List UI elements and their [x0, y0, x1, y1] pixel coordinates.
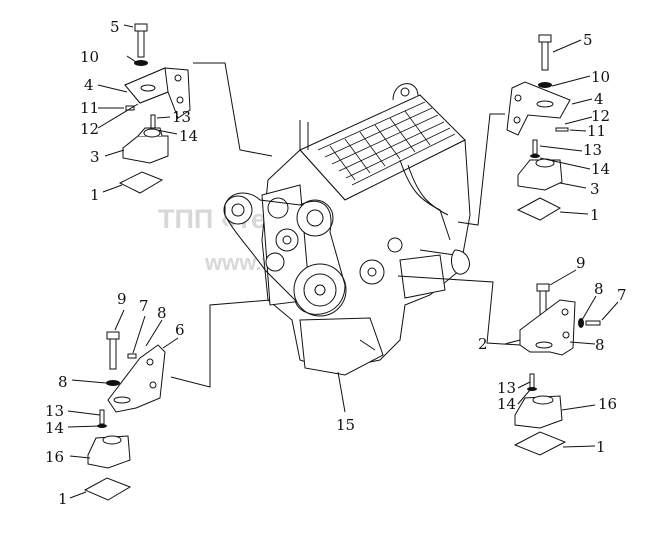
callout-tl-1: 1 — [90, 186, 100, 204]
callout-br-13: 13 — [497, 379, 516, 397]
callout-tl-11: 11 — [80, 99, 99, 117]
callout-tr-13: 13 — [583, 141, 602, 159]
callout-tl-10: 10 — [80, 48, 99, 66]
leader-tl — [193, 62, 273, 157]
callout-tl-3: 3 — [90, 148, 100, 166]
mount-bottom-left — [67, 309, 179, 501]
callout-bl-6: 6 — [175, 321, 185, 339]
callout-tl-13: 13 — [172, 108, 191, 126]
callout-br-16: 16 — [598, 395, 617, 413]
callout-tl-5: 5 — [110, 18, 120, 36]
callout-tr-14: 14 — [591, 160, 610, 178]
callout-br-9: 9 — [576, 254, 586, 272]
callout-tr-5: 5 — [583, 31, 593, 49]
callout-tl-14: 14 — [179, 127, 198, 145]
callout-tl-12: 12 — [80, 120, 99, 138]
mount-bottom-right — [504, 269, 619, 456]
engine-assembly — [223, 83, 471, 376]
mount-top-left — [97, 23, 191, 194]
callout-br-8a: 8 — [594, 280, 604, 298]
callout-bl-8a: 8 — [157, 304, 167, 322]
callout-bl-8b: 8 — [58, 373, 68, 391]
callout-bl-13: 13 — [45, 402, 64, 420]
callout-tr-3: 3 — [590, 180, 600, 198]
callout-tr-10: 10 — [591, 68, 610, 86]
callout-tl-4: 4 — [84, 76, 94, 94]
leader-bl — [170, 299, 271, 388]
callout-engine-15: 15 — [336, 416, 355, 434]
callout-br-8b: 8 — [595, 336, 605, 354]
leader-tr — [457, 113, 505, 226]
callout-bl-7: 7 — [139, 297, 149, 315]
callout-bl-16: 16 — [45, 448, 64, 466]
callout-tr-11: 11 — [587, 122, 606, 140]
callout-tr-1: 1 — [590, 206, 600, 224]
leader-br — [397, 275, 521, 346]
callout-br-14: 14 — [497, 395, 516, 413]
callout-tr-12: 12 — [591, 107, 610, 125]
callout-tr-4: 4 — [594, 90, 604, 108]
callout-bl-14: 14 — [45, 419, 64, 437]
callout-br-1: 1 — [596, 438, 606, 456]
mount-top-right — [506, 34, 593, 221]
leader-15 — [337, 371, 346, 413]
callout-bl-9: 9 — [117, 290, 127, 308]
callout-bl-1: 1 — [58, 490, 68, 508]
callout-br-2: 2 — [478, 335, 488, 353]
callout-br-7: 7 — [617, 286, 627, 304]
